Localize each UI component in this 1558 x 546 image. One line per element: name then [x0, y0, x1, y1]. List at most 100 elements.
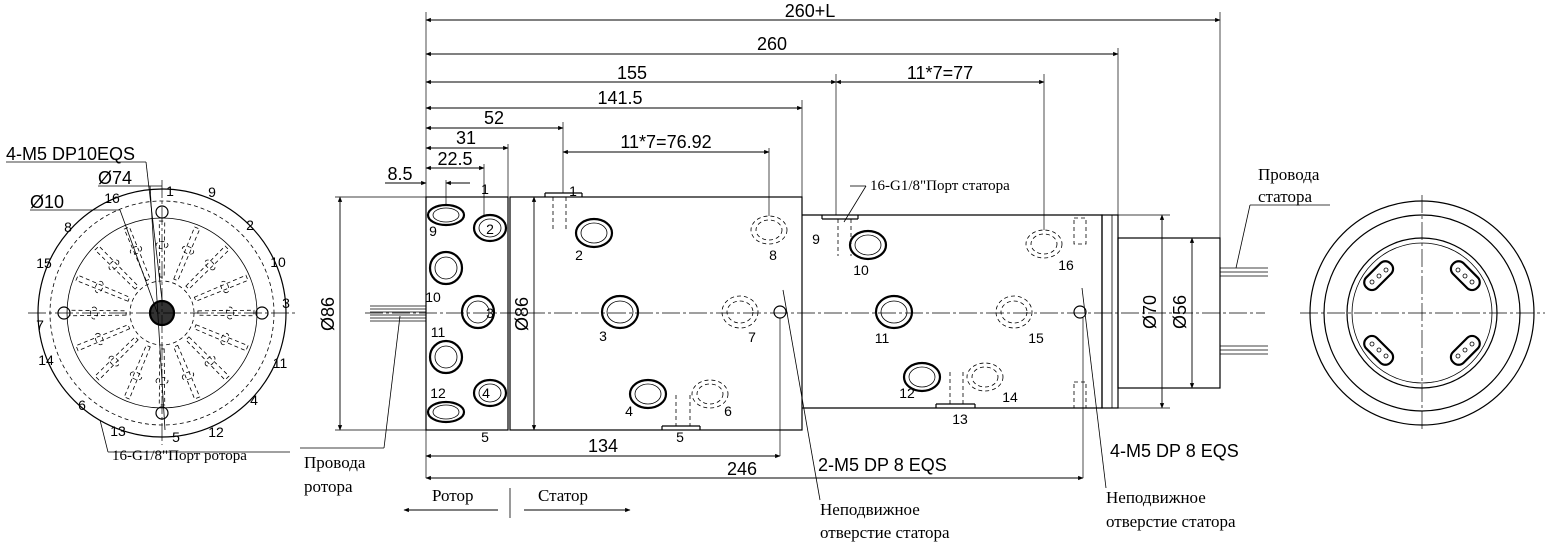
stator-port-number: 5 [676, 429, 684, 445]
left-port-number: 3 [282, 295, 290, 311]
stator-label: Статор [538, 486, 588, 505]
left-port-number: 15 [36, 255, 52, 271]
channel-port [204, 355, 216, 367]
left-port-number: 6 [78, 397, 86, 413]
stator-port-number: 3 [599, 328, 607, 344]
rotor-port-number: 4 [482, 385, 490, 401]
left-port-number: 5 [172, 429, 180, 445]
stator-port-number: 10 [853, 262, 869, 278]
dim-8-5: 8.5 [387, 164, 412, 184]
fixed-hole-1-line1: Неподвижное [820, 500, 920, 519]
stator-port-ellipses [574, 215, 1087, 410]
channel-port [181, 371, 195, 381]
dim-dia70: Ø70 [1140, 295, 1160, 329]
stator-port-number: 13 [952, 411, 968, 427]
rotor-port-number: 3 [486, 305, 494, 321]
fixed-hole-2-line1: Неподвижное [1106, 488, 1206, 507]
stator-port-number: 2 [575, 247, 583, 263]
rotor-body [425, 196, 509, 431]
radial-channel [173, 344, 201, 400]
rotor-label: Ротор [432, 486, 474, 505]
stator-port-number: 16 [1058, 257, 1074, 273]
dim-dia86-left: Ø86 [318, 297, 338, 331]
stator-port-callout: 16-G1/8"Порт статора [870, 178, 1010, 194]
stator-wires [1220, 267, 1268, 355]
rotor-port-callout: 16-G1/8"Порт ротора [112, 448, 247, 464]
stator-flange [1101, 214, 1119, 409]
channel-port [94, 280, 104, 294]
rotor-port-number: 1 [481, 181, 489, 197]
m5-dp8-2-callout: 2-M5 DP 8 EQS [818, 455, 947, 475]
radial-channel [193, 324, 249, 352]
dim-134: 134 [588, 436, 618, 456]
dim-dia86-right: Ø86 [512, 297, 532, 331]
dim-11x7-76-92: 11*7=76.92 [620, 132, 711, 152]
rotor-port-number: 10 [425, 289, 441, 305]
right-end-view [1300, 195, 1545, 432]
left-port-number: 7 [36, 317, 44, 333]
channel-port [94, 332, 104, 346]
mount-hole-bottom [155, 406, 169, 420]
left-port-number: 14 [38, 352, 54, 368]
stator-port-number: 15 [1028, 330, 1044, 346]
stator-port-number: 11 [875, 330, 890, 346]
radial-channel [123, 226, 151, 282]
dim-246: 246 [727, 459, 757, 479]
dim-22-5: 22.5 [437, 149, 472, 169]
channel-port [108, 259, 120, 271]
dia74-label: Ø74 [98, 168, 132, 188]
left-port-number: 1 [166, 183, 174, 199]
stator-wires-line2: статора [1258, 187, 1312, 206]
radial-channel [158, 348, 166, 406]
m5-dp8-4-callout: 4-M5 DP 8 EQS [1110, 441, 1239, 461]
dim-52: 52 [484, 108, 504, 128]
left-port-number: 10 [270, 254, 286, 270]
fixed-hole-2-line2: отверстие статора [1106, 512, 1236, 531]
stator-port-number: 9 [812, 231, 820, 247]
channel-port [220, 280, 230, 294]
stator-port-number: 8 [769, 247, 777, 263]
radial-channel [75, 324, 131, 352]
stator-wires-line1: Провода [1258, 165, 1320, 184]
dim-31: 31 [456, 128, 476, 148]
left-port-number: 2 [246, 217, 254, 233]
left-port-number: 11 [273, 355, 288, 371]
left-port-number: 9 [208, 184, 216, 200]
wire-outlet-slots [1363, 260, 1481, 366]
rotor-port-number: 5 [481, 429, 489, 445]
radial-channel [185, 245, 230, 290]
channel-port [129, 371, 143, 381]
rotor-port-number: 9 [429, 223, 437, 239]
rotor-mount-callout: 4-M5 DP10EQS [6, 144, 135, 164]
left-port-number: 8 [64, 219, 72, 235]
channel-port [108, 355, 120, 367]
radial-channel [123, 344, 151, 400]
dim-260: 260 [757, 34, 787, 54]
stator-port-number: 12 [899, 385, 915, 401]
radial-channel [193, 274, 249, 302]
side-view: 260+L 260 155 11*7=77 141.5 52 31 22.5 8… [300, 1, 1330, 542]
dim-260-L: 260+L [785, 1, 836, 21]
channel-port [90, 306, 98, 320]
radial-channel [94, 245, 139, 290]
mount-hole-right [255, 306, 269, 320]
channel-port [181, 245, 195, 255]
rotor-port-number: 11 [431, 324, 446, 340]
rotor-port-number: 2 [486, 221, 494, 237]
left-port-number: 16 [104, 190, 120, 206]
radial-channel [158, 220, 166, 278]
radial-channel [173, 226, 201, 282]
dim-141-5: 141.5 [597, 88, 642, 108]
stator-port-number: 7 [748, 329, 756, 345]
dim-dia56: Ø56 [1170, 295, 1190, 329]
dim-11x7-77: 11*7=77 [907, 63, 973, 83]
rotor-wires [370, 305, 426, 322]
rotor-wires-line1: Провода [304, 453, 366, 472]
radial-channel [75, 274, 131, 302]
channel-port [226, 306, 234, 320]
stator-port-number: 4 [625, 403, 633, 419]
stator-body-1 [509, 196, 803, 431]
rotor-wires-line2: ротора [304, 477, 353, 496]
